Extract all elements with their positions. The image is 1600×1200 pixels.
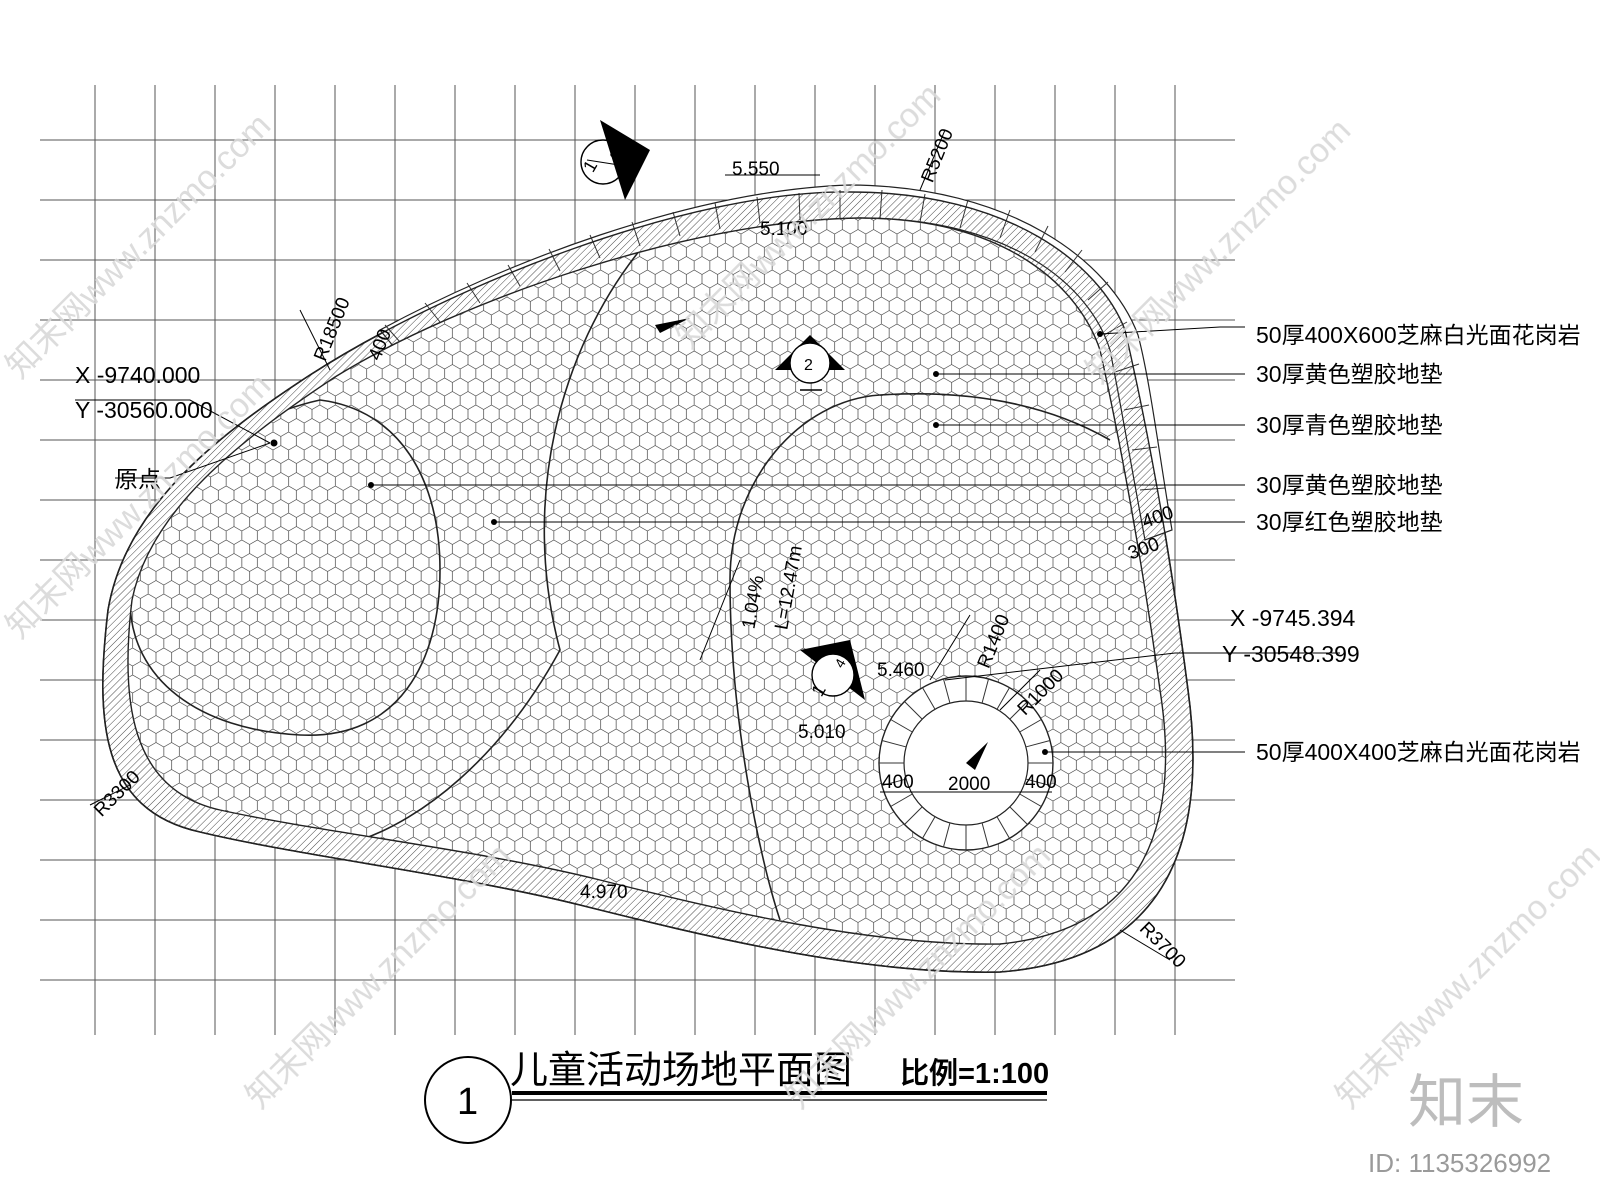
ring-joint (922, 816, 936, 839)
section-mark-2: 2 (775, 335, 845, 391)
ring-joint (981, 822, 990, 848)
ring-joint (890, 719, 913, 733)
drawing-title: 儿童活动场地平面图 (510, 1050, 852, 1092)
elevation-bottom: 4.970 (580, 882, 628, 903)
ring-joint (922, 687, 936, 710)
title-number: 1 (457, 1081, 478, 1123)
watermark-text: 知末网www.znzmo.com (1079, 111, 1358, 390)
dimension-circle-right-400: 400 (1025, 772, 1057, 793)
zone-right-large (729, 393, 1111, 921)
slope-arrow (655, 318, 690, 333)
origin-y-coordinate: Y -30560.000 (75, 397, 213, 423)
leader-dots (270, 331, 1103, 755)
leader-lines (75, 129, 1340, 961)
elevation-top-inner: 5.100 (760, 219, 808, 240)
ring-joint (904, 806, 923, 825)
section-mark-divider (586, 159, 620, 166)
origin-label: 原点 (115, 466, 161, 492)
zone-center-band-left (359, 249, 641, 841)
section-mark-1-3: 1 3 (579, 120, 650, 200)
ring-joint (904, 701, 923, 720)
brand-watermark: 知末 (1408, 1070, 1524, 1135)
elevation-center-1: 5.460 (877, 660, 925, 681)
title-number-circle (424, 1056, 512, 1144)
ring-joint (890, 793, 913, 807)
elevation-center-2: 5.010 (798, 722, 846, 743)
ring-joint (1019, 719, 1042, 733)
section-mark-circle (811, 653, 855, 697)
radius-r5200: R5200 (918, 126, 958, 186)
section-mark-circle (789, 342, 831, 384)
ring-joint (942, 678, 951, 704)
origin-x-coordinate: X -9740.000 (75, 362, 200, 388)
ring-joint (996, 687, 1010, 710)
ring-joint (1025, 778, 1051, 787)
legend-yellow-mat-2: 30厚黄色塑胶地垫 (1256, 472, 1443, 498)
legend-granite-400x600: 50厚400X600芝麻白光面花岗岩 (1256, 322, 1581, 348)
ring-joint (1009, 806, 1028, 825)
section-mark-1-4: 1 4 (800, 640, 865, 700)
legend-red-mat: 30厚红色塑胶地垫 (1256, 509, 1443, 535)
ring-joint (1025, 739, 1051, 748)
ring-joint (881, 739, 907, 748)
image-id: ID: 1135326992 (1368, 1148, 1551, 1178)
dimension-circle-left-400: 400 (882, 772, 914, 793)
center-y-coordinate: Y -30548.399 (1222, 641, 1360, 667)
ring-joint (1019, 793, 1042, 807)
section-mark-arrow (600, 120, 650, 200)
center-arrow (966, 742, 988, 770)
granite-ring-joints (879, 676, 1053, 850)
legend-yellow-mat-1: 30厚黄色塑胶地垫 (1256, 361, 1443, 387)
drawing-scale: 比例=1:100 (900, 1056, 1049, 1090)
ring-joint (942, 822, 951, 848)
watermark-text: 知末网www.znzmo.com (0, 106, 278, 385)
ring-joint (981, 678, 990, 704)
legend-granite-400x400: 50厚400X400芝麻白光面花岗岩 (1256, 739, 1581, 765)
center-x-coordinate: X -9745.394 (1230, 605, 1356, 631)
dimension-circle-2000: 2000 (948, 774, 990, 795)
legend-cyan-mat: 30厚青色塑胶地垫 (1256, 412, 1443, 438)
radius-r3700: R3700 (1135, 918, 1189, 972)
elevation-top-outer: 5.550 (732, 159, 780, 180)
ring-joint (1009, 701, 1028, 720)
ring-joint (996, 816, 1010, 839)
section-mark-number: 2 (804, 357, 813, 374)
ring-joint (881, 778, 907, 787)
